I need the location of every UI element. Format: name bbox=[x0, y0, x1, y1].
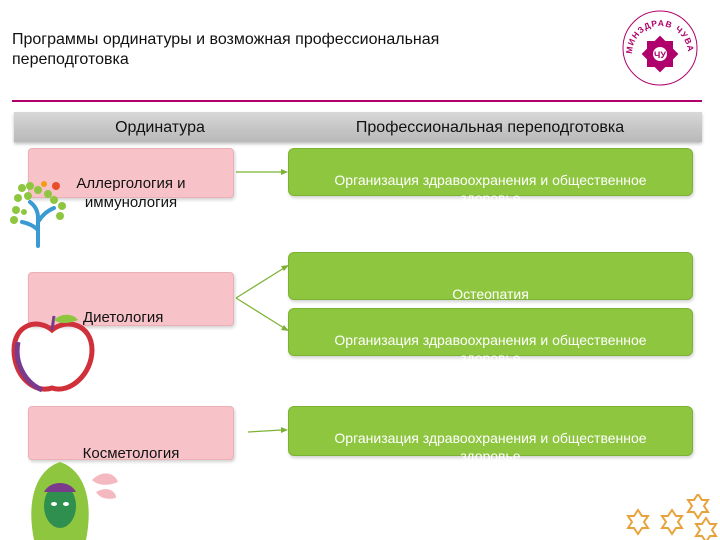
header-residency: Ординатура bbox=[115, 119, 205, 136]
tree-icon bbox=[10, 181, 66, 248]
ministry-logo: МИНЗДРАВ ЧУВАШИИ ЧУ bbox=[620, 8, 698, 86]
retraining-label: Организация здравоохранения и общественн… bbox=[334, 430, 647, 464]
retraining-label: Организация здравоохранения и общественн… bbox=[334, 332, 647, 366]
apple-icon bbox=[11, 314, 95, 393]
retraining-label: Организация здравоохранения и общественн… bbox=[334, 172, 647, 206]
retraining-health-organization-2: Организация здравоохранения и общественн… bbox=[288, 308, 693, 366]
header-retraining: Профессиональная переподготовка bbox=[355, 119, 625, 136]
retraining-health-organization-1: Организация здравоохранения и общественн… bbox=[288, 148, 693, 206]
residency-label: Косметология bbox=[82, 445, 180, 462]
residency-cosmetology: Косметология bbox=[28, 406, 234, 462]
residency-allergology: Аллергология и иммунология bbox=[28, 148, 234, 211]
svg-text:ЧУ: ЧУ bbox=[654, 50, 666, 60]
residency-label: Аллергология и иммунология bbox=[76, 175, 186, 211]
retraining-health-organization-3: Организация здравоохранения и общественн… bbox=[288, 406, 693, 464]
header-band bbox=[14, 112, 702, 142]
residency-label: Диетология bbox=[83, 309, 164, 326]
flower-ornament-icon bbox=[626, 494, 718, 540]
title-divider bbox=[12, 100, 702, 102]
page-title: Программы ординатуры и возможная професс… bbox=[12, 31, 440, 68]
face-mask-icon bbox=[31, 462, 118, 540]
retraining-label: Остеопатия bbox=[452, 286, 529, 302]
retraining-osteopathy: Остеопатия bbox=[288, 252, 693, 302]
